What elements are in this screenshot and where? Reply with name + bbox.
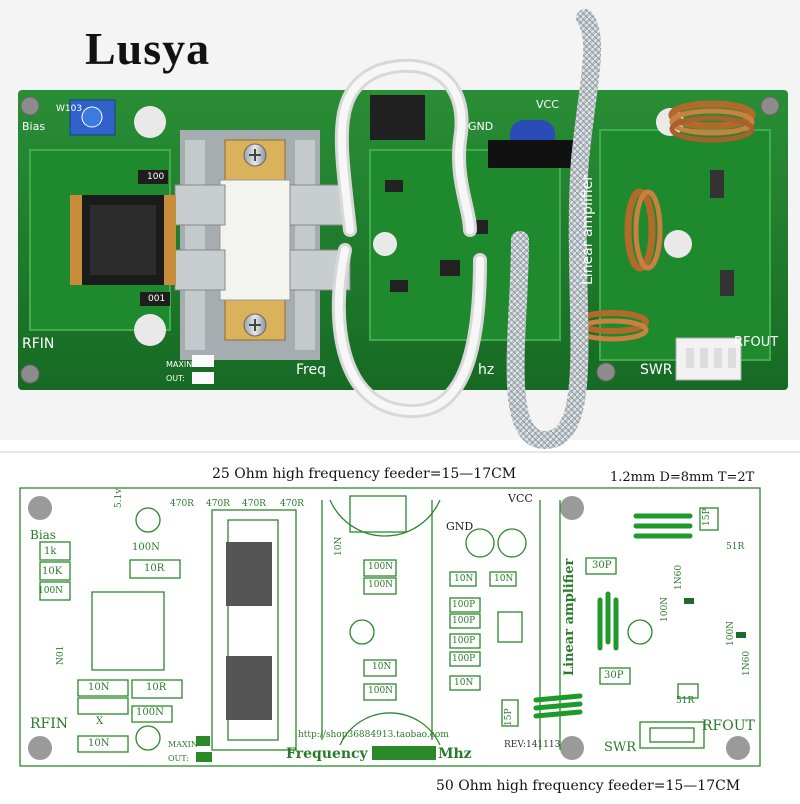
braided-feeder-cable: [506, 9, 602, 450]
layout-label-frequency: Frequency: [286, 746, 368, 762]
component-100n-f: 100N: [368, 686, 394, 696]
component-100n-g: 100N: [660, 596, 670, 622]
component-10k: 10K: [42, 566, 63, 577]
layout-label-maxin: MAXIN: [168, 740, 198, 749]
layout-label-bias: Bias: [30, 528, 56, 542]
layout-label-rev: REV:141113: [504, 740, 561, 750]
component-100n-d: 100N: [368, 562, 394, 572]
component-10n-f: 10N: [494, 574, 514, 584]
component-470r-1: 470R: [170, 499, 194, 509]
photo-label-linear: Linear amplifier: [580, 174, 596, 285]
component-100p-b: 100P: [452, 616, 476, 626]
component-15p-a: 15P: [702, 508, 712, 526]
component-100n-a: 100N: [132, 542, 160, 553]
layout-label-mhz: Mhz: [438, 746, 472, 762]
copper-coil-top: [668, 100, 756, 143]
photo-label-bias: Bias: [22, 120, 46, 133]
layout-label-vcc: VCC: [508, 492, 533, 505]
component-51r-a: 51R: [726, 542, 745, 552]
component-30p-a: 30P: [592, 560, 612, 571]
photo-label-vcc: VCC: [536, 98, 559, 111]
photo-label-swr: SWR: [640, 362, 673, 378]
photo-label-100: 100: [147, 172, 165, 182]
component-x: X: [96, 716, 104, 727]
layout-label-linear: Linear amplifier: [562, 558, 577, 676]
component-10n-b: 10N: [88, 738, 110, 749]
brand-logo: Lusya: [85, 23, 211, 74]
component-470r-2: 470R: [206, 499, 230, 509]
photo-label-freq: Freq: [296, 362, 326, 378]
component-10n-d: 10N: [372, 662, 392, 672]
component-100n-e: 100N: [368, 580, 394, 590]
component-10r-b: 10R: [146, 682, 167, 693]
component-30p-b: 30P: [604, 670, 624, 681]
coil-spec-label: 1.2mm D=8mm T=2T: [610, 470, 755, 485]
component-100p-d: 100P: [452, 654, 476, 664]
feeder-25-ohm-label: 25 Ohm high frequency feeder=15—17CM: [212, 466, 517, 482]
component-100n-h: 100N: [726, 620, 736, 646]
layout-label-rfin: RFIN: [30, 716, 69, 732]
photo-label-hz: hz: [478, 362, 495, 378]
component-10n-c: 10N: [334, 536, 344, 556]
layout-label-rfout: RFOUT: [702, 718, 755, 734]
component-51r-b: 51R: [676, 696, 695, 706]
photo-label-rfin: RFIN: [22, 336, 55, 352]
layout-label-swr: SWR: [604, 740, 637, 755]
white-feeder-cable: [331, 58, 487, 419]
component-15p-b: 15P: [504, 708, 514, 726]
copper-coil-middle: [624, 188, 663, 272]
component-100p-c: 100P: [452, 636, 476, 646]
component-100n-b: 100N: [38, 586, 64, 596]
component-10n-a: 10N: [88, 682, 110, 693]
layout-label-out: OUT:: [168, 754, 190, 763]
feeder-50-ohm-label: 50 Ohm high frequency feeder=15—17CM: [436, 778, 741, 794]
photo-label-w103: W103: [56, 104, 83, 114]
component-10n-g: 10N: [454, 678, 474, 688]
component-n01: N01: [56, 645, 66, 665]
component-1n60-b: 1N60: [742, 650, 752, 676]
photo-label-maxin: MAXIN: [166, 360, 193, 369]
layout-label-gnd: GND: [446, 520, 474, 533]
layout-label-url: http://shop36884913.taobao.com: [298, 730, 449, 740]
component-470r-3: 470R: [242, 499, 266, 509]
component-1k: 1k: [44, 546, 57, 557]
photo-label-001: 001: [148, 294, 166, 304]
photo-label-rfout: RFOUT: [734, 335, 779, 350]
component-1n60-a: 1N60: [674, 564, 684, 590]
component-100n-c: 100N: [136, 707, 164, 718]
photo-label-gnd: GND: [468, 120, 494, 133]
photo-label-out: OUT:: [166, 374, 185, 383]
component-10r-a: 10R: [144, 563, 165, 574]
component-5v1: 5.1v: [114, 488, 124, 508]
component-470r-4: 470R: [280, 499, 304, 509]
component-100p-a: 100P: [452, 600, 476, 610]
pcb-photo-board: [18, 90, 788, 390]
component-10n-e: 10N: [454, 574, 474, 584]
layout-coils: [533, 513, 693, 719]
